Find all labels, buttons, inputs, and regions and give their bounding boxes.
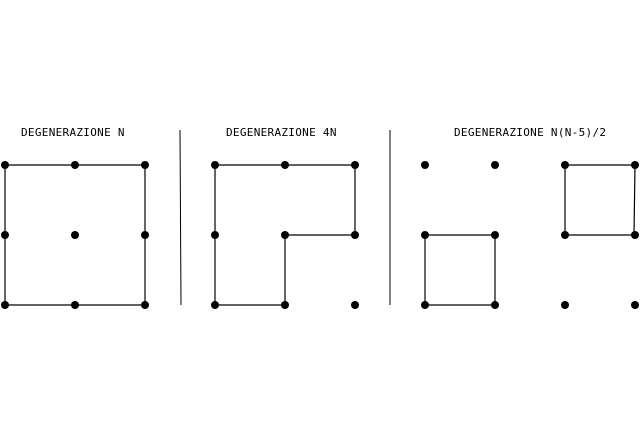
panel-title-nn5: DEGENERAZIONE N(N-5)/2 <box>454 126 606 139</box>
lattice-node <box>421 231 429 239</box>
panel-title-4n: DEGENERAZIONE 4N <box>226 126 337 139</box>
lattice-node <box>211 161 219 169</box>
lattice-node <box>1 231 9 239</box>
lattice-node <box>1 301 9 309</box>
lattice-node <box>631 301 639 309</box>
panel-nn5-edges <box>424 164 636 306</box>
lattice-node <box>421 301 429 309</box>
lattice-node <box>141 231 149 239</box>
lattice-node <box>491 231 499 239</box>
panel-divider <box>179 129 182 306</box>
lattice-node <box>281 231 289 239</box>
panel-n-nodes <box>1 161 149 309</box>
lattice-node <box>71 301 79 309</box>
lattice-node <box>1 161 9 169</box>
lattice-node <box>561 231 569 239</box>
lattice-node <box>351 301 359 309</box>
lattice-node <box>71 161 79 169</box>
upper-right-square <box>564 164 636 236</box>
lattice-node <box>141 161 149 169</box>
panel-degeneration-nn5: DEGENERAZIONE N(N-5)/2 <box>421 126 639 309</box>
lattice-node <box>421 161 429 169</box>
lattice-node <box>491 161 499 169</box>
panel-degeneration-n: DEGENERAZIONE N <box>1 126 149 309</box>
lattice-node <box>631 161 639 169</box>
lattice-node <box>561 161 569 169</box>
lattice-node <box>211 231 219 239</box>
lattice-node <box>351 161 359 169</box>
panel-4n-nodes <box>211 161 359 309</box>
lattice-node <box>141 301 149 309</box>
lattice-node <box>351 231 359 239</box>
lattice-node <box>211 301 219 309</box>
lattice-node <box>71 231 79 239</box>
lattice-node <box>491 301 499 309</box>
lower-left-square <box>424 234 496 306</box>
lattice-node <box>281 301 289 309</box>
lattice-node <box>561 301 569 309</box>
lattice-node <box>281 161 289 169</box>
panel-nn5-nodes <box>421 161 639 309</box>
lattice-node <box>631 231 639 239</box>
panel-degeneration-4n: DEGENERAZIONE 4N <box>211 126 359 309</box>
panel-title-n: DEGENERAZIONE N <box>21 126 125 139</box>
